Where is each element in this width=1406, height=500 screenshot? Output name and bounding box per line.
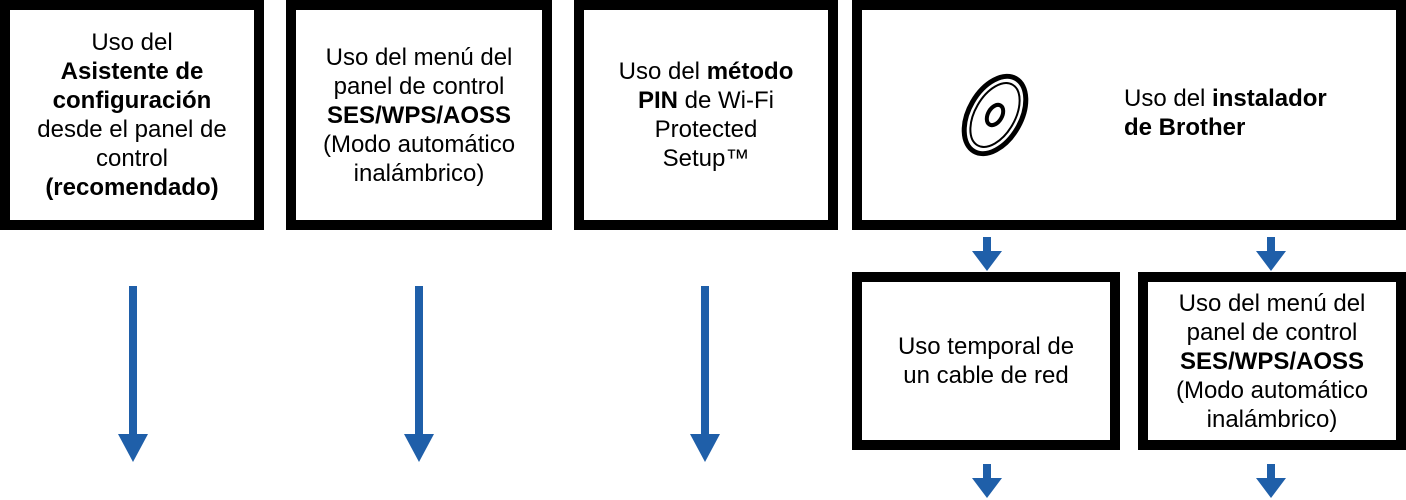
box-text-segment: Uso del — [91, 29, 173, 56]
box-text-segment: Uso del menú del — [325, 43, 513, 71]
box-text-segment: un cable de red — [903, 362, 1069, 389]
box-text-segment: método — [706, 58, 794, 85]
box-text-segment: desde el panel de — [37, 116, 227, 143]
box-text-segment: Uso del menú del — [1178, 289, 1366, 317]
box-text-segment: (recomendado) — [45, 174, 219, 201]
arrow-down-icon — [972, 237, 1002, 271]
box-text-segment: Uso del — [1124, 85, 1213, 112]
box-text-segment: Protected — [654, 116, 758, 143]
box-text-segment: de Wi-Fi — [678, 87, 774, 114]
box-text-segment: inalámbrico) — [1206, 405, 1338, 433]
box-text-segment: instalador — [1212, 85, 1327, 112]
cd-disc-icon — [961, 73, 1029, 157]
arrow-down-icon — [118, 286, 148, 462]
arrow-down-icon — [404, 286, 434, 462]
box-text-segment: Uso del — [618, 58, 707, 85]
arrow-down-icon — [972, 464, 1002, 498]
box-text-segment: SES/WPS/AOSS — [1179, 347, 1365, 375]
box-text-segment: control — [95, 145, 169, 172]
arrow-down-icon — [1256, 237, 1286, 271]
arrow-down-icon — [690, 286, 720, 462]
box-text-segment: inalámbrico) — [353, 159, 485, 187]
box-text-segment: (Modo automático — [322, 130, 516, 158]
box-text-segment: Asistente de — [60, 58, 204, 85]
box-text-segment: panel de control — [1186, 318, 1358, 346]
box-text-segment: (Modo automático — [1175, 376, 1369, 404]
box-text-segment: panel de control — [333, 72, 505, 100]
box-text-segment: PIN — [637, 87, 678, 114]
box-text-segment: configuración — [52, 87, 212, 114]
arrow-down-icon — [1256, 464, 1286, 498]
box-text-segment: de Brother — [1124, 114, 1246, 141]
box-text-segment: Setup™ — [662, 145, 750, 172]
box-text-segment: SES/WPS/AOSS — [326, 101, 512, 129]
box-text-segment: Uso temporal de — [897, 333, 1075, 360]
